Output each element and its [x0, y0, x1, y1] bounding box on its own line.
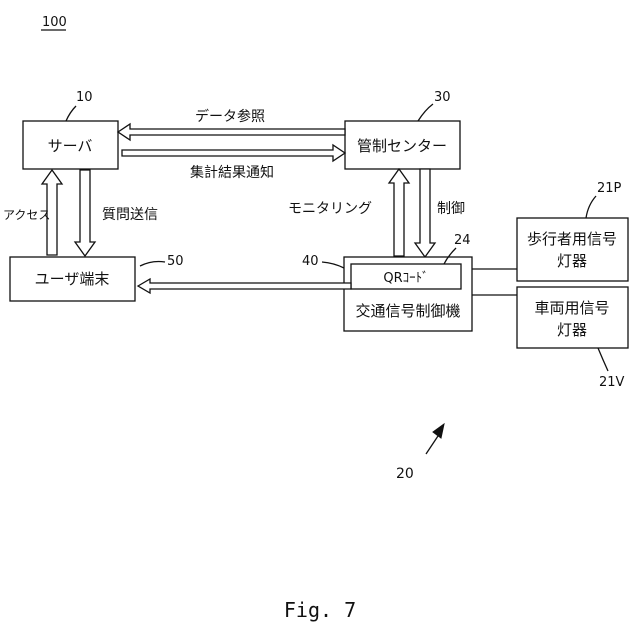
control-label: 制御	[437, 201, 465, 217]
control-arrow	[415, 169, 435, 257]
user-terminal-label: ユーザ端末	[35, 270, 110, 288]
control-center-ref-leader	[418, 104, 433, 121]
pedestrian-signal-label-line2: 灯器	[557, 252, 587, 270]
signal-controller-ref: 40	[302, 254, 319, 269]
vehicle-signal-label-line2: 灯器	[557, 321, 587, 339]
data-reference-arrow	[118, 124, 345, 140]
aggregation-notice-label: 集計結果通知	[190, 164, 274, 181]
qr-code-label: QRｺｰﾄﾞ	[383, 271, 428, 286]
system-ref: 20	[396, 466, 414, 482]
data-reference-label: データ参照	[195, 108, 265, 125]
vehicle-signal-label-line1: 車両用信号	[534, 299, 609, 317]
qr-to-user-terminal-arrow	[138, 279, 351, 293]
signal-controller-ref-leader	[322, 262, 344, 268]
control-center-ref: 30	[434, 90, 451, 105]
figure-caption: Fig. 7	[284, 598, 356, 622]
control-center-label: 管制センター	[357, 137, 447, 155]
signal-controller-label: 交通信号制御機	[355, 302, 460, 320]
user-terminal-ref-leader	[140, 262, 165, 267]
user-terminal-ref: 50	[167, 254, 184, 269]
system-ref-arrowhead	[433, 424, 444, 438]
monitoring-label: モニタリング	[288, 201, 372, 217]
monitoring-arrow	[389, 169, 409, 256]
question-send-label: 質問送信	[102, 207, 158, 223]
qr-code-ref: 24	[454, 233, 471, 248]
figure-number: 100	[42, 15, 67, 30]
access-label: アクセス	[3, 208, 50, 222]
pedestrian-signal-box	[517, 218, 628, 281]
question-send-arrow	[75, 170, 95, 256]
pedestrian-signal-ref: 21P	[597, 181, 622, 196]
server-ref: 10	[76, 90, 93, 105]
server-ref-leader	[66, 106, 76, 121]
vehicle-signal-ref: 21V	[599, 375, 625, 390]
aggregation-notice-arrow	[122, 145, 345, 161]
pedestrian-signal-label-line1: 歩行者用信号	[527, 230, 617, 248]
server-label: サーバ	[48, 137, 93, 155]
vehicle-signal-ref-leader	[598, 348, 608, 371]
pedestrian-signal-ref-leader	[586, 196, 596, 218]
